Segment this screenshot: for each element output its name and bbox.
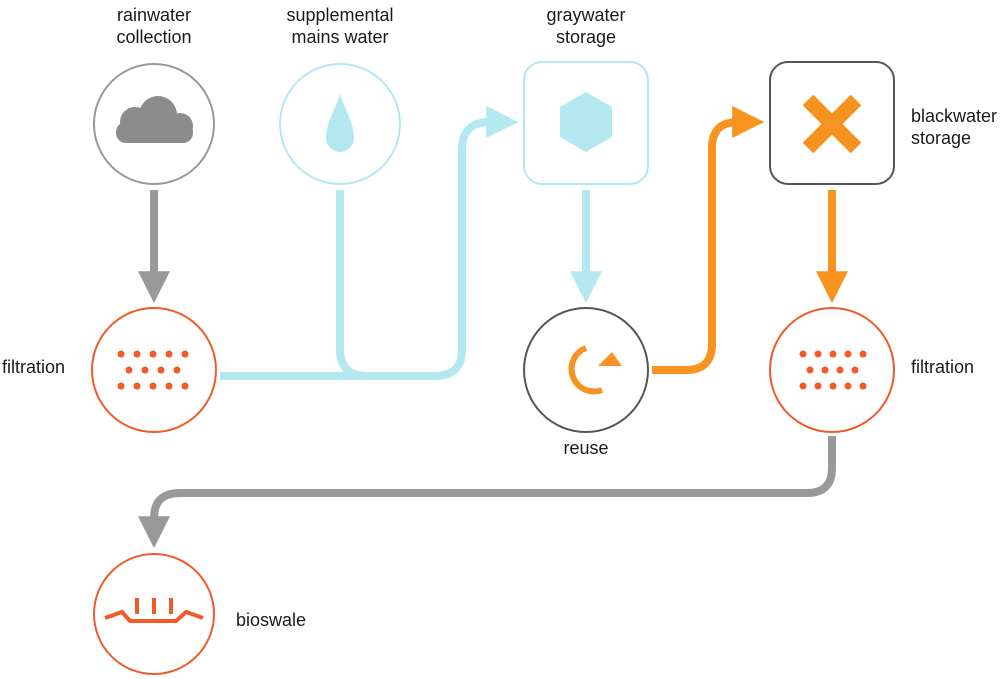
- filtration-to-graywater-pipe: [220, 106, 519, 380]
- dots-grid-icon: [799, 350, 867, 390]
- water-drop-icon: [326, 94, 354, 152]
- filtration-left-label: filtration: [2, 357, 66, 377]
- filtration-to-bioswale-pipe: [138, 436, 836, 549]
- blackwater-storage-label: blackwater storage: [911, 106, 998, 148]
- graywater-storage-node: [523, 61, 649, 185]
- blackwater-storage-node: [769, 61, 895, 185]
- filtration-right-node: [769, 307, 895, 433]
- hexagon-icon: [560, 92, 612, 152]
- bioswale-node: [93, 553, 215, 675]
- cloud-icon: [116, 96, 193, 143]
- mains-water-label: supplemental mains water: [286, 5, 394, 47]
- graywater-storage-label: graywater storage: [546, 5, 626, 47]
- bioswale-label: bioswale: [236, 610, 307, 630]
- filtration-left-node: [91, 307, 217, 433]
- mains-to-pipe-line: [336, 190, 400, 380]
- reuse-label: reuse: [563, 438, 609, 458]
- cycle-arrow-icon: [568, 345, 622, 395]
- dots-grid-icon: [117, 350, 189, 390]
- rainwater-collection-node: [93, 63, 215, 185]
- rainwater-collection-label: rainwater collection: [116, 5, 192, 47]
- bioswale-icon: [104, 598, 204, 623]
- reuse-node: [523, 307, 649, 433]
- mains-water-node: [279, 63, 401, 185]
- reuse-to-blackwater-pipe: [652, 106, 765, 374]
- x-icon: [802, 94, 862, 154]
- filtration-right-label: filtration: [911, 357, 975, 377]
